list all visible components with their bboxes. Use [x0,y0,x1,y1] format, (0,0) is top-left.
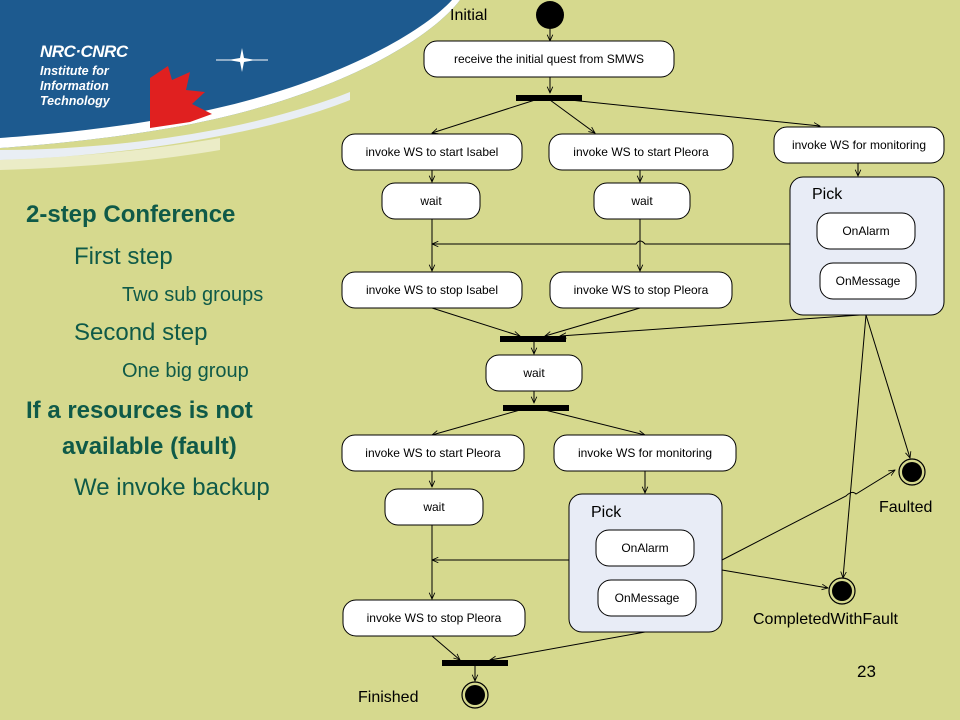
monitoring-2-node [553,434,737,472]
wait-node [384,488,484,526]
start-pleora-2-label: invoke WS to start Pleora [365,446,501,460]
institute-line-1: Institute for [40,64,109,78]
edge [432,240,790,244]
faulted-final-node [898,458,926,486]
on-alarm-node [816,212,916,250]
edge [432,409,521,435]
wait-label: wait [422,500,445,514]
fork-bar [516,95,582,101]
bullet-one-group: One big group [122,360,249,382]
header-banner [0,0,460,170]
bullet-backup: We invoke backup [74,474,270,501]
fork-bar [503,405,569,411]
bullet-two-subgroups: Two sub groups [122,284,264,306]
receive-request-node [423,40,675,78]
join-bar [500,336,566,342]
bullet-fault-line1: If a resources is not [26,397,253,424]
stop-pleora-node [549,271,733,309]
edge [432,99,536,133]
institute-line-2: Information [40,79,109,93]
completed-with-fault-final-node [828,577,856,605]
edge [545,307,641,336]
on-alarm-node [595,529,695,567]
page-number: 23 [857,662,876,681]
org-logo: NRC·CNRC [40,42,128,61]
edge [431,307,520,336]
start-pleora-2-node [341,434,525,472]
edge [843,314,867,578]
maple-leaf-icon [150,66,212,128]
edge [544,409,645,435]
stop-pleora-label: invoke WS to stop Pleora [574,283,709,297]
finished-label: Finished [358,689,418,706]
wait-label: wait [630,194,653,208]
finished-final-node [461,681,489,709]
wait-node [593,182,691,220]
institute-name: Institute for Information Technology [40,64,110,109]
edge [569,99,820,126]
initial-label: Initial [450,7,487,24]
stop-isabel-node [341,271,523,309]
edge [431,635,460,660]
bullet-fault-line2: available (fault) [62,433,237,460]
stop-pleora-2-node [342,599,526,637]
start-pleora-label: invoke WS to start Pleora [573,145,709,159]
bullet-first-step: First step [74,243,173,270]
edge [560,314,861,336]
receive-request-label: receive the initial quest from SMWS [454,52,644,66]
stop-isabel-label: invoke WS to stop Isabel [366,283,498,297]
edge [721,470,895,561]
on-message-label: OnMessage [836,274,901,288]
on-alarm-label: OnAlarm [842,224,889,238]
edge [721,569,828,588]
monitoring-2-label: invoke WS for monitoring [578,446,712,460]
on-message-node [597,579,697,617]
wait-node [485,354,583,392]
bullet-second-step: Second step [74,319,208,346]
edge [865,314,910,458]
stop-pleora-2-label: invoke WS to stop Pleora [367,611,502,625]
start-isabel-node [341,133,523,171]
join-bar [442,660,508,666]
wait-label: wait [419,194,442,208]
faulted-label: Faulted [879,499,932,516]
on-message-label: OnMessage [615,591,680,605]
institute-line-3: Technology [40,94,110,108]
start-pleora-node [548,133,734,171]
pick-title: Pick [591,504,622,521]
start-isabel-label: invoke WS to start Isabel [366,145,499,159]
star-sparkle-icon [216,48,268,72]
monitoring-label: invoke WS for monitoring [792,138,926,152]
completed-with-fault-label: CompletedWithFault [753,611,899,628]
on-message-node [819,262,917,300]
wait-label: wait [522,366,545,380]
wait-node [381,182,481,220]
monitoring-node [773,126,945,164]
initial-node [536,1,564,29]
edge [490,631,646,660]
pick-title: Pick [812,186,843,203]
edge [549,99,595,133]
on-alarm-label: OnAlarm [621,541,668,555]
bullet-conference: 2-step Conference [26,201,236,228]
bullet-list: 2-step Conference First step Two sub gro… [0,0,330,720]
